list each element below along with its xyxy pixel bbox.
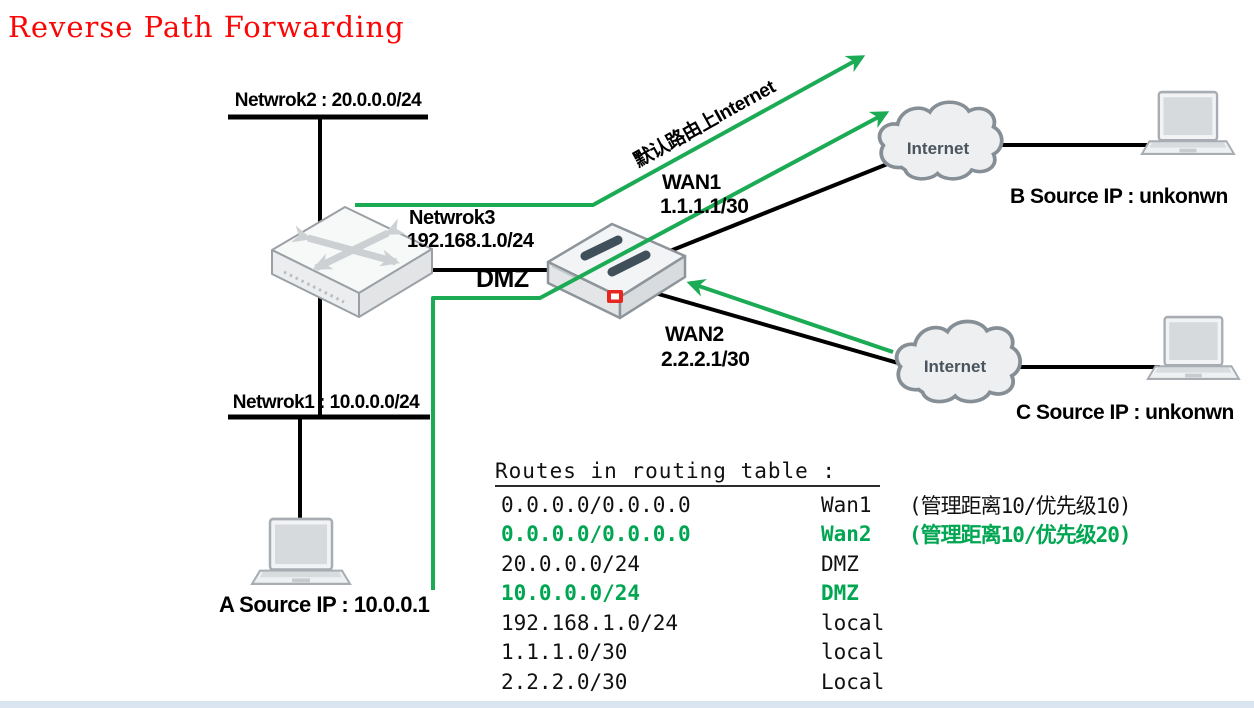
wan2-name-label: WAN2 — [665, 323, 724, 346]
page-title: Reverse Path Forwarding — [8, 10, 405, 44]
route-dest: 0.0.0.0/0.0.0.0 — [501, 492, 691, 517]
route-dest: 0.0.0.0/0.0.0.0 — [501, 522, 691, 547]
network1-label: Netwrok1 : 10.0.0.0/24 — [232, 392, 420, 413]
wan2-ip-label: 2.2.2.1/30 — [661, 348, 750, 371]
network3-name-label: Netwrok3 — [409, 207, 496, 229]
route-note: (管理距离10/优先级10) — [909, 493, 1132, 518]
route-iface: Local — [821, 669, 885, 694]
route-dest: 10.0.0.0/24 — [501, 581, 641, 606]
route-iface: DMZ — [821, 551, 859, 576]
firewall-logo-icon — [607, 290, 623, 303]
route-row: 2.2.2.0/30 Local — [495, 667, 1131, 697]
host-a-label: A Source IP : 10.0.0.1 — [219, 592, 430, 617]
switch-icon — [271, 206, 433, 318]
host-b-label: B Source IP : unkonwn — [1010, 185, 1228, 208]
wan1-ip-label: 1.1.1.1/30 — [660, 195, 749, 218]
route-row: 0.0.0.0/0.0.0.0 Wan2 (管理距离10/优先级20) — [495, 520, 1132, 550]
route-iface: local — [821, 610, 885, 635]
route-dest: 192.168.1.0/24 — [501, 610, 679, 635]
bottom-strip — [0, 701, 1254, 708]
route-dest: 2.2.2.0/30 — [501, 669, 628, 694]
routing-table-header: Routes in routing table : — [495, 459, 880, 487]
route-iface: DMZ — [821, 581, 859, 606]
laptop-c-icon — [1146, 315, 1241, 381]
route-note: (管理距离10/优先级20) — [909, 523, 1132, 548]
route-iface: Wan2 — [821, 522, 872, 547]
wan1-link-line — [659, 161, 891, 257]
cloud-top-label: Internet — [906, 139, 970, 158]
rpf-path-arrow — [431, 111, 890, 590]
laptop-a-icon — [250, 517, 352, 586]
route-row: 192.168.1.0/24 local — [495, 608, 1131, 638]
default-route-arrow — [355, 55, 866, 207]
route-row: 20.0.0.0/24 DMZ — [495, 549, 1131, 579]
wan2-link-line — [654, 291, 906, 367]
cloud-bottom-label: Internet — [923, 357, 987, 376]
route-row: 0.0.0.0/0.0.0.0 Wan1 (管理距离10/优先级10) — [495, 490, 1132, 520]
wan2-incoming-arrow — [686, 279, 894, 354]
network3-cidr-label: 192.168.1.0/24 — [407, 230, 534, 252]
route-iface: Wan1 — [821, 492, 872, 517]
routing-table: Routes in routing table : 0.0.0.0/0.0.0.… — [495, 459, 1132, 697]
route-iface: local — [821, 640, 885, 665]
host-c-label: C Source IP : unkonwn — [1016, 401, 1234, 424]
route-row: 10.0.0.0/24 DMZ — [495, 579, 1131, 609]
dmz-label: DMZ — [476, 265, 529, 293]
firewall-icon — [546, 222, 687, 320]
laptop-b-icon — [1140, 90, 1236, 156]
route-row: 1.1.1.0/30 local — [495, 638, 1131, 668]
network2-label: Netwrok2 : 20.0.0.0/24 — [234, 90, 422, 111]
route-dest: 1.1.1.0/30 — [501, 640, 628, 665]
route-dest: 20.0.0.0/24 — [501, 551, 641, 576]
wan1-name-label: WAN1 — [662, 171, 721, 194]
